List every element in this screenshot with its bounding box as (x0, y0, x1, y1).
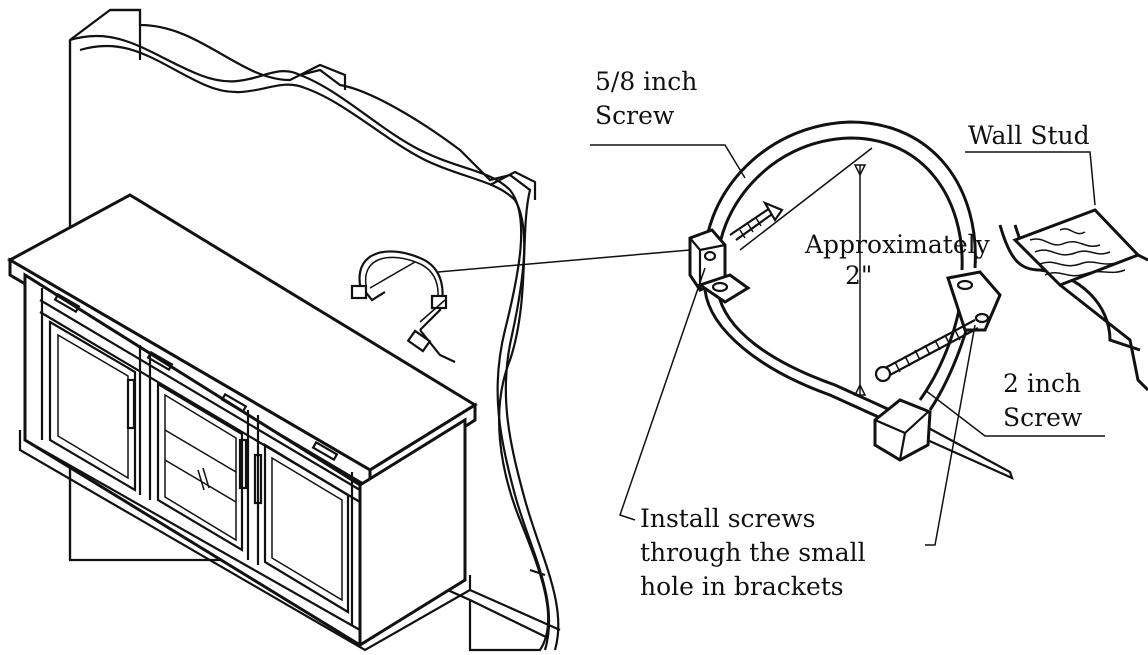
anti-tip-strap (688, 120, 1014, 481)
label-approx: Approximately (804, 230, 991, 259)
detail-leader (437, 249, 691, 273)
screw-icon (729, 200, 784, 241)
label-approx-value: 2" (845, 261, 872, 290)
label-small-screw: 5/8 inch (595, 67, 697, 96)
screw-icon (874, 319, 979, 383)
label-wall-stud: Wall Stud (968, 121, 1090, 150)
label-install-1: Install screws (640, 504, 816, 533)
label-small-screw-2: Screw (595, 101, 675, 130)
label-large-screw: 2 inch (1003, 369, 1081, 398)
text-labels: 5/8 inch Screw Wall Stud Approximately 2… (595, 67, 1090, 601)
label-install-2: through the small (640, 538, 866, 567)
tv-console-illustration (6, 193, 478, 652)
anti-tip-strap-small (350, 250, 456, 363)
label-install-3: hole in brackets (640, 572, 844, 601)
label-large-screw-2: Screw (1003, 403, 1083, 432)
callout-lines (590, 144, 1105, 546)
wall-stud-section (998, 208, 1148, 392)
